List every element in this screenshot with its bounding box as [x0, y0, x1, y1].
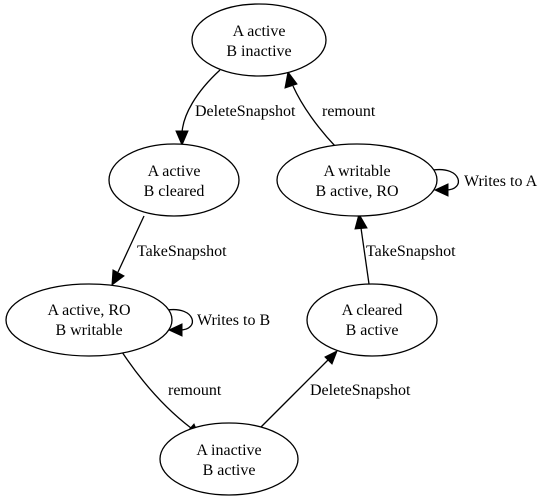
node-a-active-ro-b-writable-shape — [5, 283, 173, 357]
node-a-writable-b-active-ro-line2: B active, RO — [315, 183, 398, 200]
node-a-active-b-cleared: A active B cleared — [108, 143, 240, 217]
node-a-active-b-inactive-shape — [191, 3, 327, 77]
edge-take-snapshot-1-arrowhead — [111, 269, 125, 287]
edge-remount-2 — [121, 351, 192, 429]
edge-take-snapshot-2 — [360, 227, 370, 285]
node-a-cleared-b-active-shape — [306, 283, 438, 357]
node-a-inactive-b-active: A inactive B active — [159, 422, 299, 496]
edge-remount-1-arrowhead — [284, 70, 298, 89]
node-a-active-b-cleared-line2: B cleared — [144, 183, 205, 200]
node-a-inactive-b-active-line2: B active — [203, 462, 256, 479]
node-a-cleared-b-active-line1: A cleared — [342, 302, 403, 319]
edge-remount-1 — [292, 85, 336, 147]
edge-writes-to-a-arrowhead — [433, 183, 449, 197]
edge-take-snapshot-1 — [117, 215, 145, 273]
edge-label-delete-snapshot-2: DeleteSnapshot — [310, 382, 411, 399]
edge-delete-snapshot-1 — [181, 69, 221, 134]
node-a-cleared-b-active-line2: B active — [346, 322, 399, 339]
node-a-active-ro-b-writable-line1: A active, RO — [47, 302, 130, 319]
edge-label-delete-snapshot-1: DeleteSnapshot — [195, 103, 296, 120]
edge-label-remount-2: remount — [168, 382, 222, 399]
edge-delete-snapshot-1-arrowhead — [175, 130, 189, 147]
edge-delete-snapshot-2 — [257, 359, 329, 431]
edge-label-take-snapshot-2: TakeSnapshot — [366, 243, 456, 260]
edge-delete-snapshot-2-arrowhead — [324, 349, 338, 365]
node-a-active-ro-b-writable: A active, RO B writable — [5, 283, 173, 357]
edge-label-take-snapshot-1: TakeSnapshot — [137, 243, 227, 260]
edge-writes-to-b-arrowhead — [167, 323, 183, 337]
node-a-writable-b-active-ro: A writable B active, RO — [276, 143, 438, 217]
edge-label-remount-1: remount — [322, 103, 376, 120]
node-a-writable-b-active-ro-line1: A writable — [323, 163, 390, 180]
node-a-active-ro-b-writable-line2: B writable — [55, 322, 122, 339]
edge-label-writes-to-b: Writes to B — [197, 312, 270, 329]
node-a-active-b-inactive-line2: B inactive — [226, 43, 291, 60]
edge-label-writes-to-a: Writes to A — [464, 173, 538, 190]
node-a-active-b-inactive-line1: A active — [233, 23, 286, 40]
node-a-active-b-cleared-line1: A active — [148, 163, 201, 180]
node-a-writable-b-active-ro-shape — [276, 143, 438, 217]
node-a-active-b-inactive: A active B inactive — [191, 3, 327, 77]
node-a-inactive-b-active-shape — [159, 422, 299, 496]
edge-writes-to-b-loop — [166, 308, 194, 331]
edge-take-snapshot-2-arrowhead — [354, 212, 368, 230]
edge-writes-to-a-loop — [432, 168, 460, 191]
node-a-active-b-cleared-shape — [108, 143, 240, 217]
node-a-inactive-b-active-line1: A inactive — [196, 442, 261, 459]
node-a-cleared-b-active: A cleared B active — [306, 283, 438, 357]
